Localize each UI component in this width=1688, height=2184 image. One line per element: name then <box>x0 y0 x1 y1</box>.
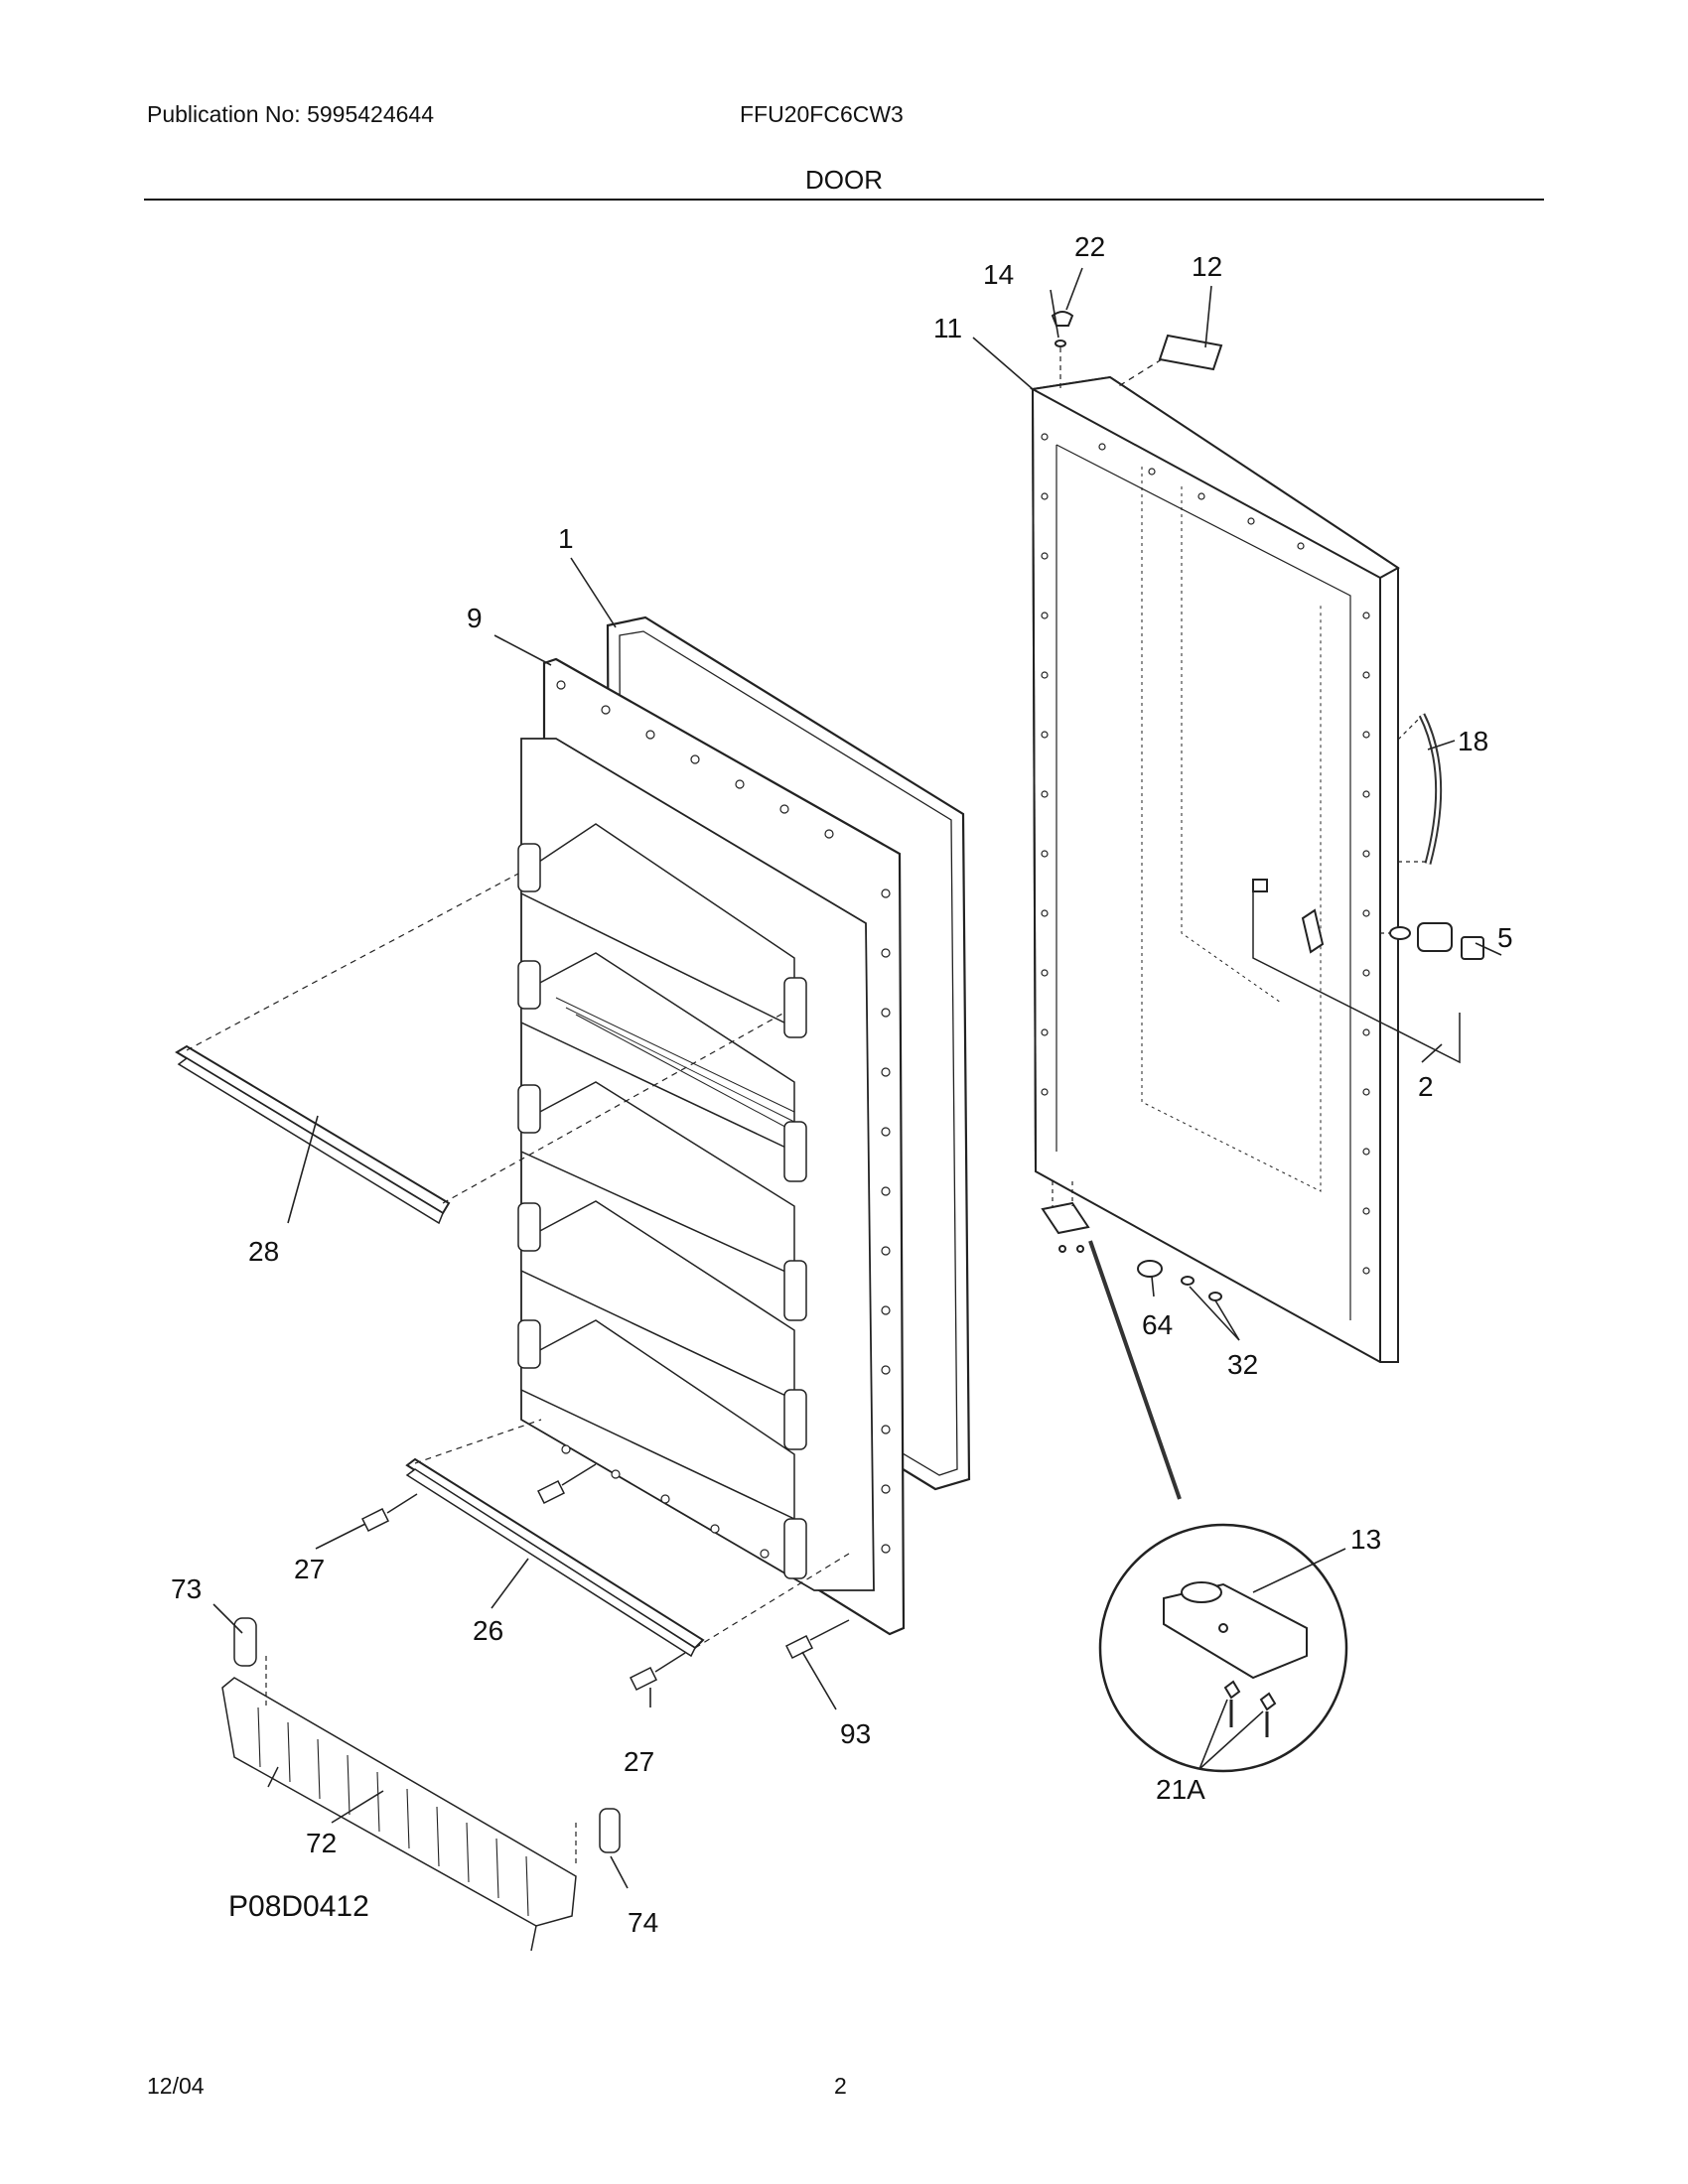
callout-13: 13 <box>1350 1524 1381 1555</box>
callout-21A: 21A <box>1156 1774 1205 1805</box>
hinge-detail-circle <box>1098 1523 1348 1773</box>
door-liner <box>517 657 906 1636</box>
callout-12: 12 <box>1192 251 1222 282</box>
model-number: FFU20FC6CW3 <box>740 101 904 127</box>
bottom-rail <box>405 1419 850 1658</box>
page-title: DOOR <box>805 165 883 195</box>
bottom-hinge-parts <box>1041 1181 1222 1500</box>
callout-18: 18 <box>1458 726 1488 756</box>
callout-73: 73 <box>171 1573 202 1604</box>
callout-11: 11 <box>933 313 962 343</box>
callout-27-lower: 27 <box>624 1746 654 1777</box>
top-screw <box>1051 311 1074 389</box>
lock-assembly <box>1252 879 1484 1064</box>
door-handle <box>1397 713 1443 865</box>
callout-74: 74 <box>628 1907 658 1938</box>
footer-date: 12/04 <box>147 2073 205 2099</box>
header-divider <box>144 199 1544 201</box>
page-number: 2 <box>834 2073 847 2099</box>
callout-72: 72 <box>306 1828 337 1858</box>
drawing-code: P08D0412 <box>228 1890 369 1923</box>
callout-64: 64 <box>1142 1309 1173 1340</box>
callout-27-upper: 27 <box>294 1554 325 1584</box>
callout-9: 9 <box>467 603 483 633</box>
push-pins <box>360 1463 850 1692</box>
callout-93: 93 <box>840 1718 871 1749</box>
callout-28: 28 <box>248 1236 279 1267</box>
callout-1: 1 <box>558 523 574 554</box>
callout-2: 2 <box>1418 1071 1434 1102</box>
leader-lines <box>212 267 1502 1889</box>
callout-22: 22 <box>1074 231 1105 262</box>
publication-number: Publication No: 5995424644 <box>147 101 435 127</box>
callout-32: 32 <box>1227 1349 1258 1380</box>
door-basket <box>221 1617 621 1952</box>
callout-26: 26 <box>473 1615 503 1646</box>
callout-5: 5 <box>1497 922 1513 953</box>
callout-14: 14 <box>983 259 1014 290</box>
door-panel <box>1029 375 1400 1363</box>
callout-labels: 22 14 12 11 1 9 18 5 2 28 64 32 13 27 26… <box>171 231 1513 1938</box>
